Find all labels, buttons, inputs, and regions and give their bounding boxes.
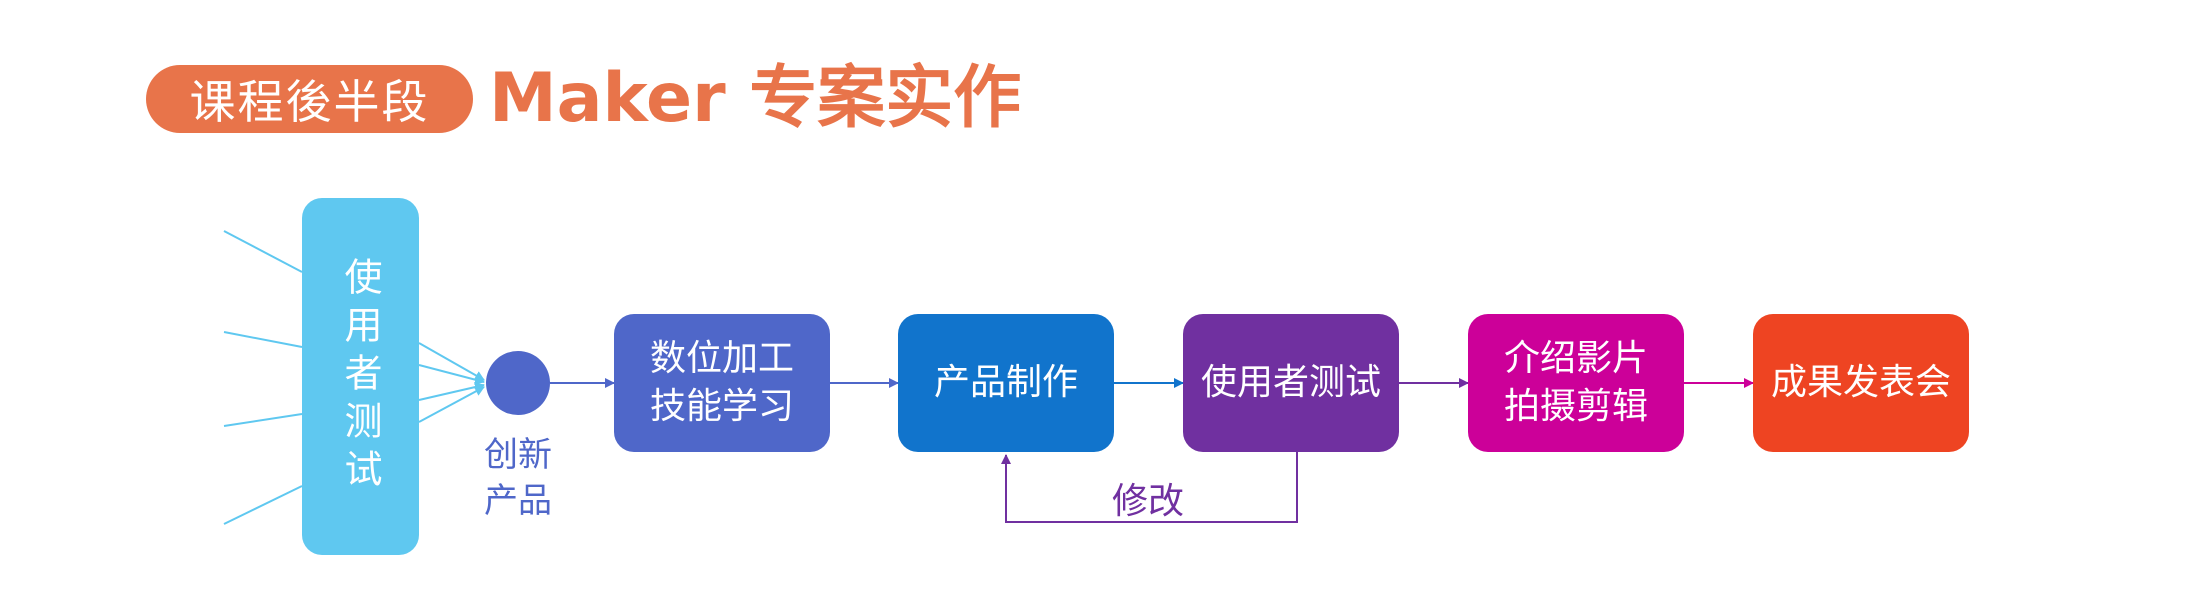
step-user-testing: 使用者测试 bbox=[1183, 314, 1399, 452]
user-testing-box: 使用者测试 bbox=[302, 198, 419, 555]
step-video-production: 介绍影片 拍摄剪辑 bbox=[1468, 314, 1684, 452]
feedback-loop-arrow bbox=[1001, 452, 1298, 523]
fan-in-lines bbox=[223, 230, 303, 525]
revise-label: 修改 bbox=[1111, 481, 1184, 522]
step-product-making: 产品制作 bbox=[898, 314, 1114, 452]
section-badge: 课程後半段 bbox=[146, 65, 473, 133]
innovation-node-label: 创新 产品 bbox=[484, 435, 552, 521]
step-final-presentation: 成果发表会 bbox=[1753, 314, 1969, 452]
innovation-node bbox=[486, 351, 550, 415]
page-title: Maker 专案实作 bbox=[489, 59, 1022, 138]
step-digital-fabrication: 数位加工 技能学习 bbox=[614, 314, 830, 452]
fan-out-lines bbox=[418, 342, 485, 423]
